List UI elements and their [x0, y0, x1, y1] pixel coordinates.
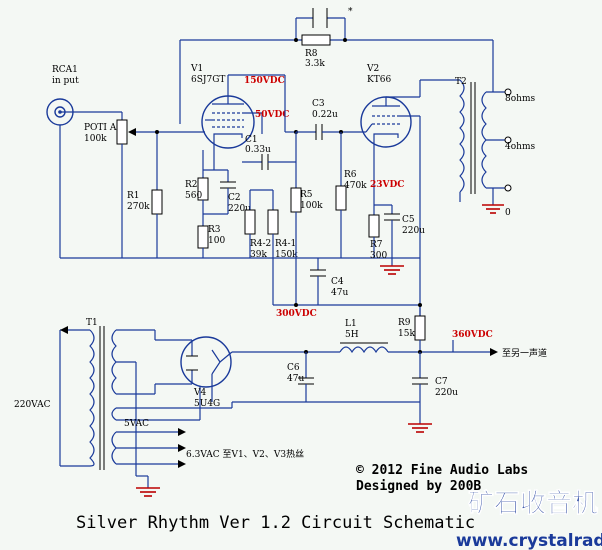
c3-capacitor: [296, 124, 366, 140]
c6-value: 47u: [287, 374, 304, 384]
c2-capacitor: [203, 169, 236, 215]
c3-label: C3: [312, 99, 325, 109]
r9-value: 15k: [398, 329, 415, 339]
v1-type: 6SJ7GT: [191, 75, 225, 85]
v4-label: V4: [193, 388, 206, 398]
c6-label: C6: [287, 363, 300, 373]
heater-label: 6.3VAC 至V1、V2、V3热丝: [186, 448, 304, 460]
c5-label: C5: [402, 215, 415, 225]
v2-label: V2: [366, 64, 379, 74]
b360-label: 360VDC: [452, 330, 493, 340]
c7-label: C7: [435, 377, 448, 387]
c4-capacitor: [310, 258, 326, 305]
r42-label: R4-2: [250, 239, 271, 249]
r2-value: 560: [185, 191, 202, 201]
v4-rectifier: [155, 336, 233, 420]
r5-label: R5: [300, 190, 313, 200]
r9-label: R9: [398, 318, 411, 328]
c5-value: 220u: [402, 226, 425, 236]
c1-label: C1: [245, 135, 258, 145]
v1-tube: [201, 75, 263, 170]
to-other-channel: 至另一声道: [502, 347, 547, 359]
r41-label: R4-1: [275, 239, 296, 249]
r6-value: 470k: [344, 181, 367, 191]
credit-line-1: © 2012 Fine Audio Labs: [356, 463, 528, 478]
t1-transformer: [59, 326, 232, 497]
rca-jack: [46, 98, 122, 258]
l1-value: 5H: [345, 330, 359, 340]
v1-screen-voltage: 50VDC: [255, 110, 289, 120]
r6-resistor: [335, 132, 347, 258]
rca-input-label: in put: [52, 76, 79, 86]
ac-label: 220VAC: [14, 400, 51, 410]
c3-value: 0.22u: [312, 110, 338, 120]
v5-label: 5VAC: [124, 419, 149, 429]
r5-value: 100k: [300, 201, 323, 211]
c5-capacitor: [374, 204, 400, 258]
r8-label: R8: [305, 49, 318, 59]
c4-label: C4: [331, 277, 344, 287]
r8-value: 3.3k: [305, 59, 325, 69]
c2-value: 220u: [228, 204, 251, 214]
credit-line-2: Designed by 200B: [356, 479, 481, 494]
b300-label: 300VDC: [276, 309, 317, 319]
r9-resistor: [414, 303, 426, 352]
out-4ohm-label: 4ohms: [505, 142, 535, 152]
t2-label: T2: [455, 77, 467, 87]
r7-resistor: [368, 190, 380, 258]
r3-label: R3: [208, 225, 221, 235]
star-label: *: [348, 7, 353, 17]
r3-value: 100: [208, 236, 225, 246]
feedback-network: [179, 8, 494, 124]
r5-resistor: [290, 132, 302, 307]
watermark-url: www.crystalradio.cn: [456, 531, 602, 550]
v4-type: 5U4G: [194, 399, 220, 409]
r7-label: R7: [370, 240, 383, 250]
ground-v2: [380, 258, 404, 275]
r2-label: R2: [185, 180, 198, 190]
c1-capacitor: [242, 154, 296, 170]
r42-value: 39k: [250, 250, 267, 260]
pot-value: 100k: [84, 134, 107, 144]
r6-label: R6: [344, 170, 357, 180]
c6-capacitor: [232, 352, 420, 403]
r1-resistor: [151, 130, 163, 258]
l1-label: L1: [345, 319, 357, 329]
v1-label: V1: [190, 64, 203, 74]
out-0-label: 0: [505, 208, 511, 218]
c2-label: C2: [228, 193, 241, 203]
v2-cathode-voltage: 23VDC: [370, 180, 404, 190]
r1-label: R1: [127, 191, 140, 201]
t2-transformer: [459, 79, 512, 214]
r3-resistor: [197, 225, 209, 258]
c7-capacitor: [408, 352, 432, 433]
potentiometer: [116, 112, 205, 258]
c7-value: 220u: [435, 388, 458, 398]
r41-value: 150k: [275, 250, 298, 260]
v2-tube: [360, 79, 460, 330]
v2-type: KT66: [367, 75, 391, 85]
v1-plate-voltage: 150VDC: [244, 76, 285, 86]
t1-label: T1: [86, 318, 98, 328]
r2-resistor: [197, 150, 209, 226]
c4-value: 47u: [331, 288, 348, 298]
pot-label: POTI A: [84, 123, 117, 133]
r7-value: 300: [370, 251, 387, 261]
watermark-cn: 矿石收音机: [468, 488, 598, 519]
schematic-title: Silver Rhythm Ver 1.2 Circuit Schematic: [76, 513, 475, 533]
rca-label: RCA1: [52, 65, 78, 75]
r1-value: 270k: [127, 202, 150, 212]
out-8ohm-label: 8ohms: [505, 94, 535, 104]
c1-value: 0.33u: [245, 145, 271, 155]
